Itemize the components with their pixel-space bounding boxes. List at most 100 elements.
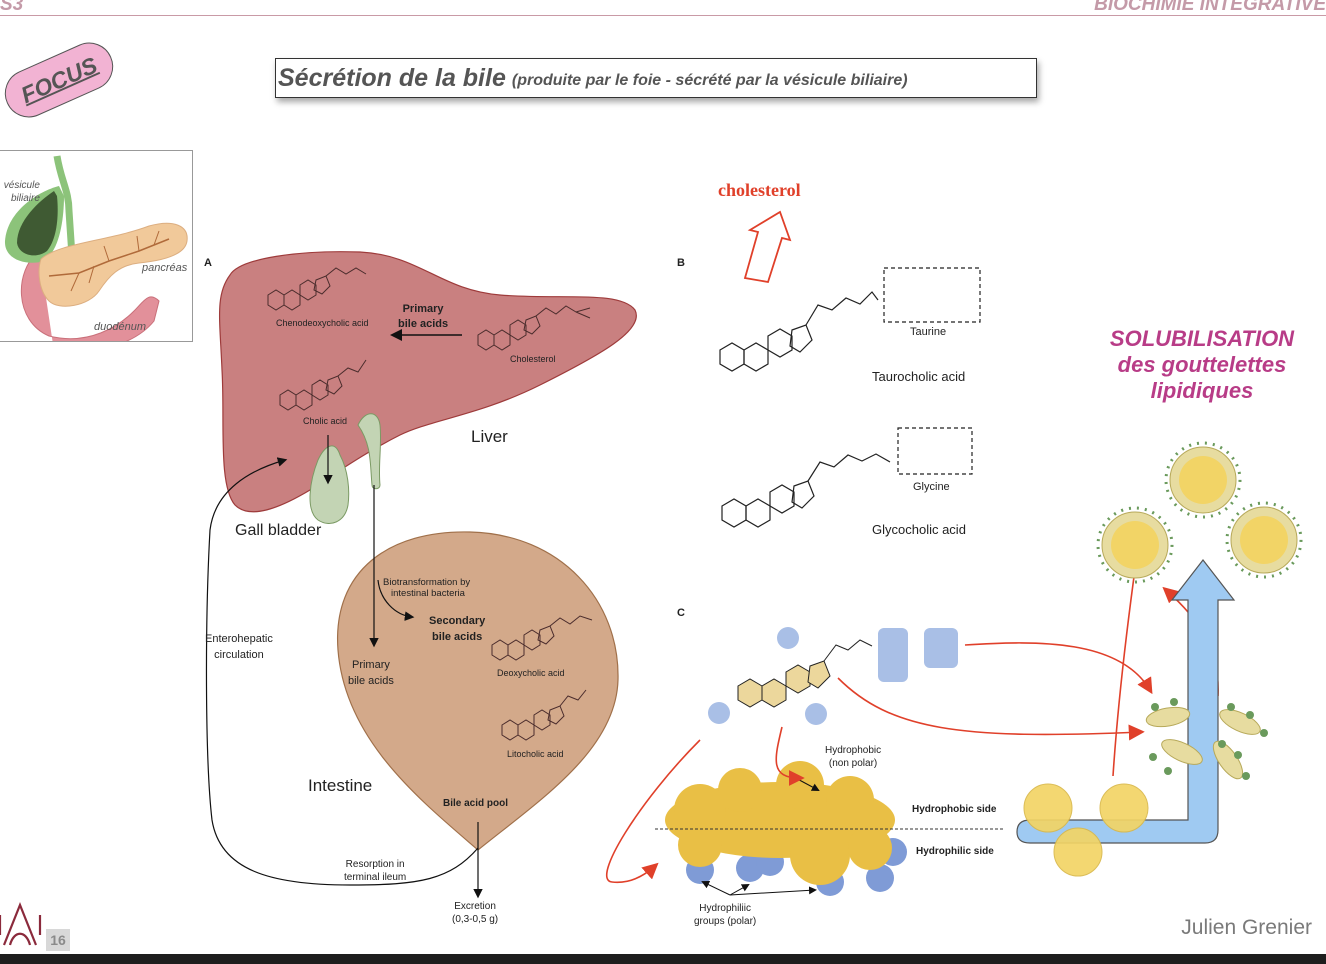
pancreas-shape: [38, 222, 188, 307]
polar-group-amide: [878, 628, 908, 682]
deoxycholic-label: Deoxycholic acid: [497, 668, 565, 678]
bile-duct: [53, 155, 77, 272]
litocholic-structure: [501, 689, 587, 741]
biotransformation-label: Biotransformation by intestinal bacteria: [383, 577, 470, 599]
primary2-line2: bile acids: [348, 675, 394, 687]
secondary-line2: bile acids: [432, 631, 483, 643]
red-arrow-to-hydrophobic: [775, 726, 805, 786]
hydrophilic-pointer-3: [729, 886, 817, 896]
enterohepatic-line1: Enterohepatic: [205, 633, 273, 645]
anatomy-inset: vésicule biliaire pancréas duodénum: [0, 150, 193, 342]
slide-title: Sécrétion de la bile (produite par le fo…: [275, 58, 1037, 98]
hydrophobic-side-label: Hydrophobic side: [912, 804, 997, 815]
hydrophobic-label: Hydrophobic (non polar): [825, 744, 881, 770]
gallbladder-label-line1: vésicule: [3, 180, 40, 191]
lipid-droplet: [1099, 783, 1149, 833]
gallbladder-bile: [17, 191, 58, 256]
polar-group-oh-12: [777, 627, 799, 649]
resorption-label: Resorption in terminal ileum: [344, 858, 406, 884]
excretion-line1: Excretion: [454, 901, 496, 912]
excretion-line2: (0,3-0,5 g): [452, 914, 499, 925]
liver-shape: [218, 251, 637, 513]
gallbladder-label: Gall bladder: [235, 522, 322, 539]
biotransformation-arrow: [377, 579, 415, 621]
university-logo-icon: [0, 902, 42, 946]
chenodeoxycholic-label: Chenodeoxycholic acid: [276, 318, 369, 328]
hydrophilic-pointer-1: [701, 880, 731, 896]
biotransformation-line2: intestinal bacteria: [391, 588, 465, 599]
deoxycholic-structure: [491, 615, 593, 661]
litocholic-label: Litocholic acid: [507, 749, 564, 759]
lipid-droplet: [1023, 783, 1073, 833]
enterohepatic-circulation-arrow: [205, 457, 479, 886]
pancreas-label: pancréas: [142, 262, 188, 274]
hydrophobic-cloud: [665, 761, 907, 896]
micelle-top: [1164, 441, 1242, 519]
cholic-acid-label: Cholic acid: [303, 416, 348, 426]
micelle-right: [1225, 501, 1303, 579]
hydrophilic-pointer-2: [729, 884, 750, 896]
title-subtitle: (produite par le foie - sécrété par la v…: [511, 72, 908, 89]
polar-group-oh-3: [708, 702, 730, 724]
red-arrow-polar-to-micelle: [964, 642, 1153, 695]
solubilisation-line3: lipidiques: [1150, 378, 1254, 403]
cholesterol-label: Cholesterol: [510, 354, 556, 364]
enterohepatic-line2: circulation: [214, 649, 264, 661]
hydrophilic-side-label: Hydrophilic side: [916, 846, 994, 857]
footer-bar: [0, 954, 1326, 964]
page-number: 16: [46, 929, 70, 951]
liver-label: Liver: [471, 427, 508, 446]
course-code: S3: [0, 0, 24, 15]
solubilisation-line2: des gouttelettes: [1117, 352, 1287, 377]
cholic-structure: [279, 359, 367, 411]
primary-bile-acids-line1: Primary: [402, 303, 444, 315]
hydrophilic-groups-label: Hydrophiliic groups (polar): [694, 902, 756, 928]
micelle-left: [1096, 506, 1174, 584]
intestine-label: Intestine: [308, 776, 373, 795]
red-arrow-droplet-up: [1112, 557, 1143, 777]
solubilisation-line1: SOLUBILISATION: [1109, 326, 1295, 351]
glycocholic-label: Glycocholic acid: [872, 522, 966, 537]
lipid-droplet: [1053, 827, 1103, 877]
title-main: Sécrétion de la bile: [278, 63, 506, 92]
secondary-line1: Secondary: [429, 615, 486, 627]
enterohepatic-label: Enterohepatic circulation: [205, 631, 273, 663]
primary-bile-acids-intestine-label: Primary bile acids: [348, 657, 394, 689]
pancreatic-branches: [70, 230, 160, 292]
glycocholic-structure: [721, 427, 973, 528]
anatomy-illustration: [4, 155, 188, 341]
taurocholic-label: Taurocholic acid: [872, 369, 966, 384]
course-title: BIOCHIMIE INTEGRATIVE: [1094, 0, 1326, 15]
duodenum-label: duodénum: [94, 321, 146, 333]
panel-c-letter: C: [677, 607, 685, 619]
taurocholic-structure: [719, 267, 981, 372]
primary-bile-acids-label: Primary bile acids: [398, 302, 448, 332]
red-arrow-to-hydrophilic: [606, 739, 701, 884]
secondary-bile-acids-label: Secondary bile acids: [429, 613, 485, 645]
cholesterol-structure: [477, 305, 591, 351]
panel-b-letter: B: [677, 257, 685, 269]
solubilisation-heading: SOLUBILISATION des gouttelettes lipidiqu…: [1082, 326, 1322, 404]
excretion-label: Excretion (0,3-0,5 g): [452, 900, 498, 926]
panel-a-letter: A: [204, 257, 212, 269]
primary2-line1: Primary: [351, 659, 390, 671]
gallbladder-label: vésicule biliaire: [1, 179, 40, 205]
bile-acid-pool-label: Bile acid pool: [443, 798, 509, 809]
bile-duct-shape: [357, 413, 382, 490]
primary-bile-acids-line2: bile acids: [398, 318, 449, 330]
glycine-label: Glycine: [913, 481, 950, 493]
biotransformation-line1: Biotransformation by: [383, 577, 471, 588]
gallbladder-label-line2: biliaire: [11, 193, 40, 204]
cholesterol-annotation: cholesterol: [718, 180, 801, 200]
bile-salt-fragments: [1145, 698, 1268, 780]
gallbladder-shape: [309, 445, 350, 524]
amphipathic-structure: [708, 627, 958, 725]
taurine-label: Taurine: [910, 326, 947, 338]
resorption-line1: Resorption in: [345, 859, 405, 870]
polar-group-carboxyl: [924, 628, 958, 668]
hydrophilic-groups-line2: groups (polar): [694, 916, 757, 927]
hydrophobic-line2: (non polar): [828, 758, 878, 769]
cholesterol-hollow-arrow: [743, 210, 792, 284]
hydrophobic-line1: Hydrophobic: [825, 745, 882, 756]
